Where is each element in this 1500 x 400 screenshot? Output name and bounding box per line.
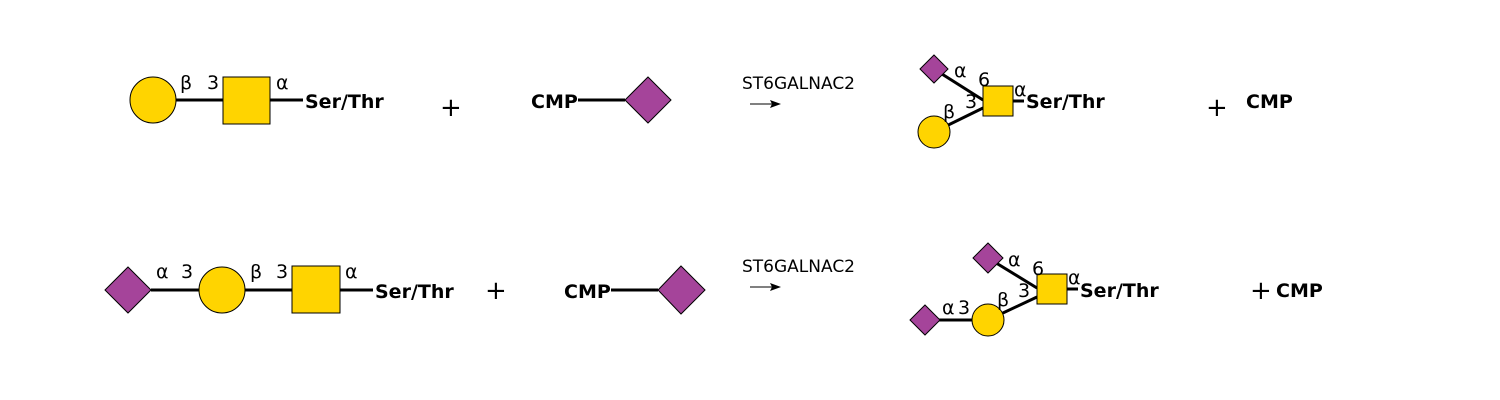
enzyme-label: ST6GALNAC2	[742, 257, 855, 277]
sialic-acid-diamond	[919, 54, 949, 84]
link-alpha-label: α	[954, 60, 967, 82]
reaction-2-product: α 6 3 β α 3 α Ser/Thr	[909, 242, 1159, 337]
plus-sign: +	[485, 276, 507, 306]
galactose-circle	[971, 303, 1005, 337]
reaction-1: β 3 α Ser/Thr + CMP ST6GALNAC2 α 6	[129, 54, 1293, 149]
galactose-circle	[129, 76, 177, 124]
link-3-label: 3	[1018, 280, 1030, 302]
link-alpha-label: α	[1014, 79, 1027, 101]
link-3-label: 3	[958, 297, 970, 319]
reaction-1-arrow: ST6GALNAC2	[742, 74, 855, 108]
plus-sign: +	[1206, 93, 1228, 123]
cmp-byproduct-label: CMP	[1276, 280, 1323, 302]
aglycone-label: Ser/Thr	[375, 281, 454, 303]
sialic-acid-diamond	[657, 265, 706, 315]
arrow-head	[770, 100, 781, 108]
reaction-1-donor: CMP	[531, 76, 672, 124]
link-6-label: 6	[1032, 258, 1044, 280]
link-beta-label: β	[997, 289, 1009, 311]
sialic-acid-diamond	[972, 242, 1004, 274]
sialic-acid-diamond	[104, 266, 152, 314]
enzyme-label: ST6GALNAC2	[742, 74, 855, 94]
link-beta-label: β	[250, 261, 262, 283]
aglycone-label: Ser/Thr	[1026, 91, 1105, 113]
reaction-2-donor: CMP	[564, 265, 706, 315]
link-3-label: 3	[276, 261, 288, 283]
plus-sign: +	[1250, 276, 1272, 306]
sialic-acid-diamond	[624, 76, 672, 124]
link-alpha-label: α	[156, 261, 169, 283]
reaction-1-product: α 6 3 β α Ser/Thr	[917, 54, 1105, 149]
aglycone-label: Ser/Thr	[1080, 280, 1159, 302]
link-alpha-label: α	[1068, 267, 1081, 289]
reaction-2: α 3 β 3 α Ser/Thr + CMP ST6GALNAC2	[104, 242, 1323, 337]
galactose-circle	[198, 266, 246, 314]
cmp-byproduct-label: CMP	[1246, 91, 1293, 113]
link-beta-label: β	[180, 72, 192, 94]
galnac-square	[982, 85, 1014, 117]
link-3-label: 3	[207, 72, 219, 94]
link-3-label: 3	[965, 91, 977, 113]
galactose-circle	[917, 115, 951, 149]
galnac-square	[222, 76, 271, 125]
reaction-2-substrate: α 3 β 3 α Ser/Thr	[104, 261, 454, 314]
link-beta-label: β	[943, 101, 955, 123]
cmp-label: CMP	[531, 91, 578, 113]
reaction-1-substrate: β 3 α Ser/Thr	[129, 72, 384, 125]
galnac-square	[1036, 273, 1068, 305]
sialic-acid-diamond	[909, 304, 941, 336]
link-alpha-label: α	[942, 297, 955, 319]
cmp-label: CMP	[564, 281, 611, 303]
plus-sign: +	[440, 93, 462, 123]
arrow-head	[770, 283, 781, 291]
link-alpha-label: α	[1008, 249, 1021, 271]
galnac-square	[291, 265, 341, 314]
link-6-label: 6	[978, 69, 990, 91]
link-alpha-label: α	[345, 261, 358, 283]
aglycone-label: Ser/Thr	[305, 91, 384, 113]
link-3-label: 3	[181, 261, 193, 283]
link-alpha-label: α	[276, 72, 289, 94]
reaction-2-arrow: ST6GALNAC2	[742, 257, 855, 291]
